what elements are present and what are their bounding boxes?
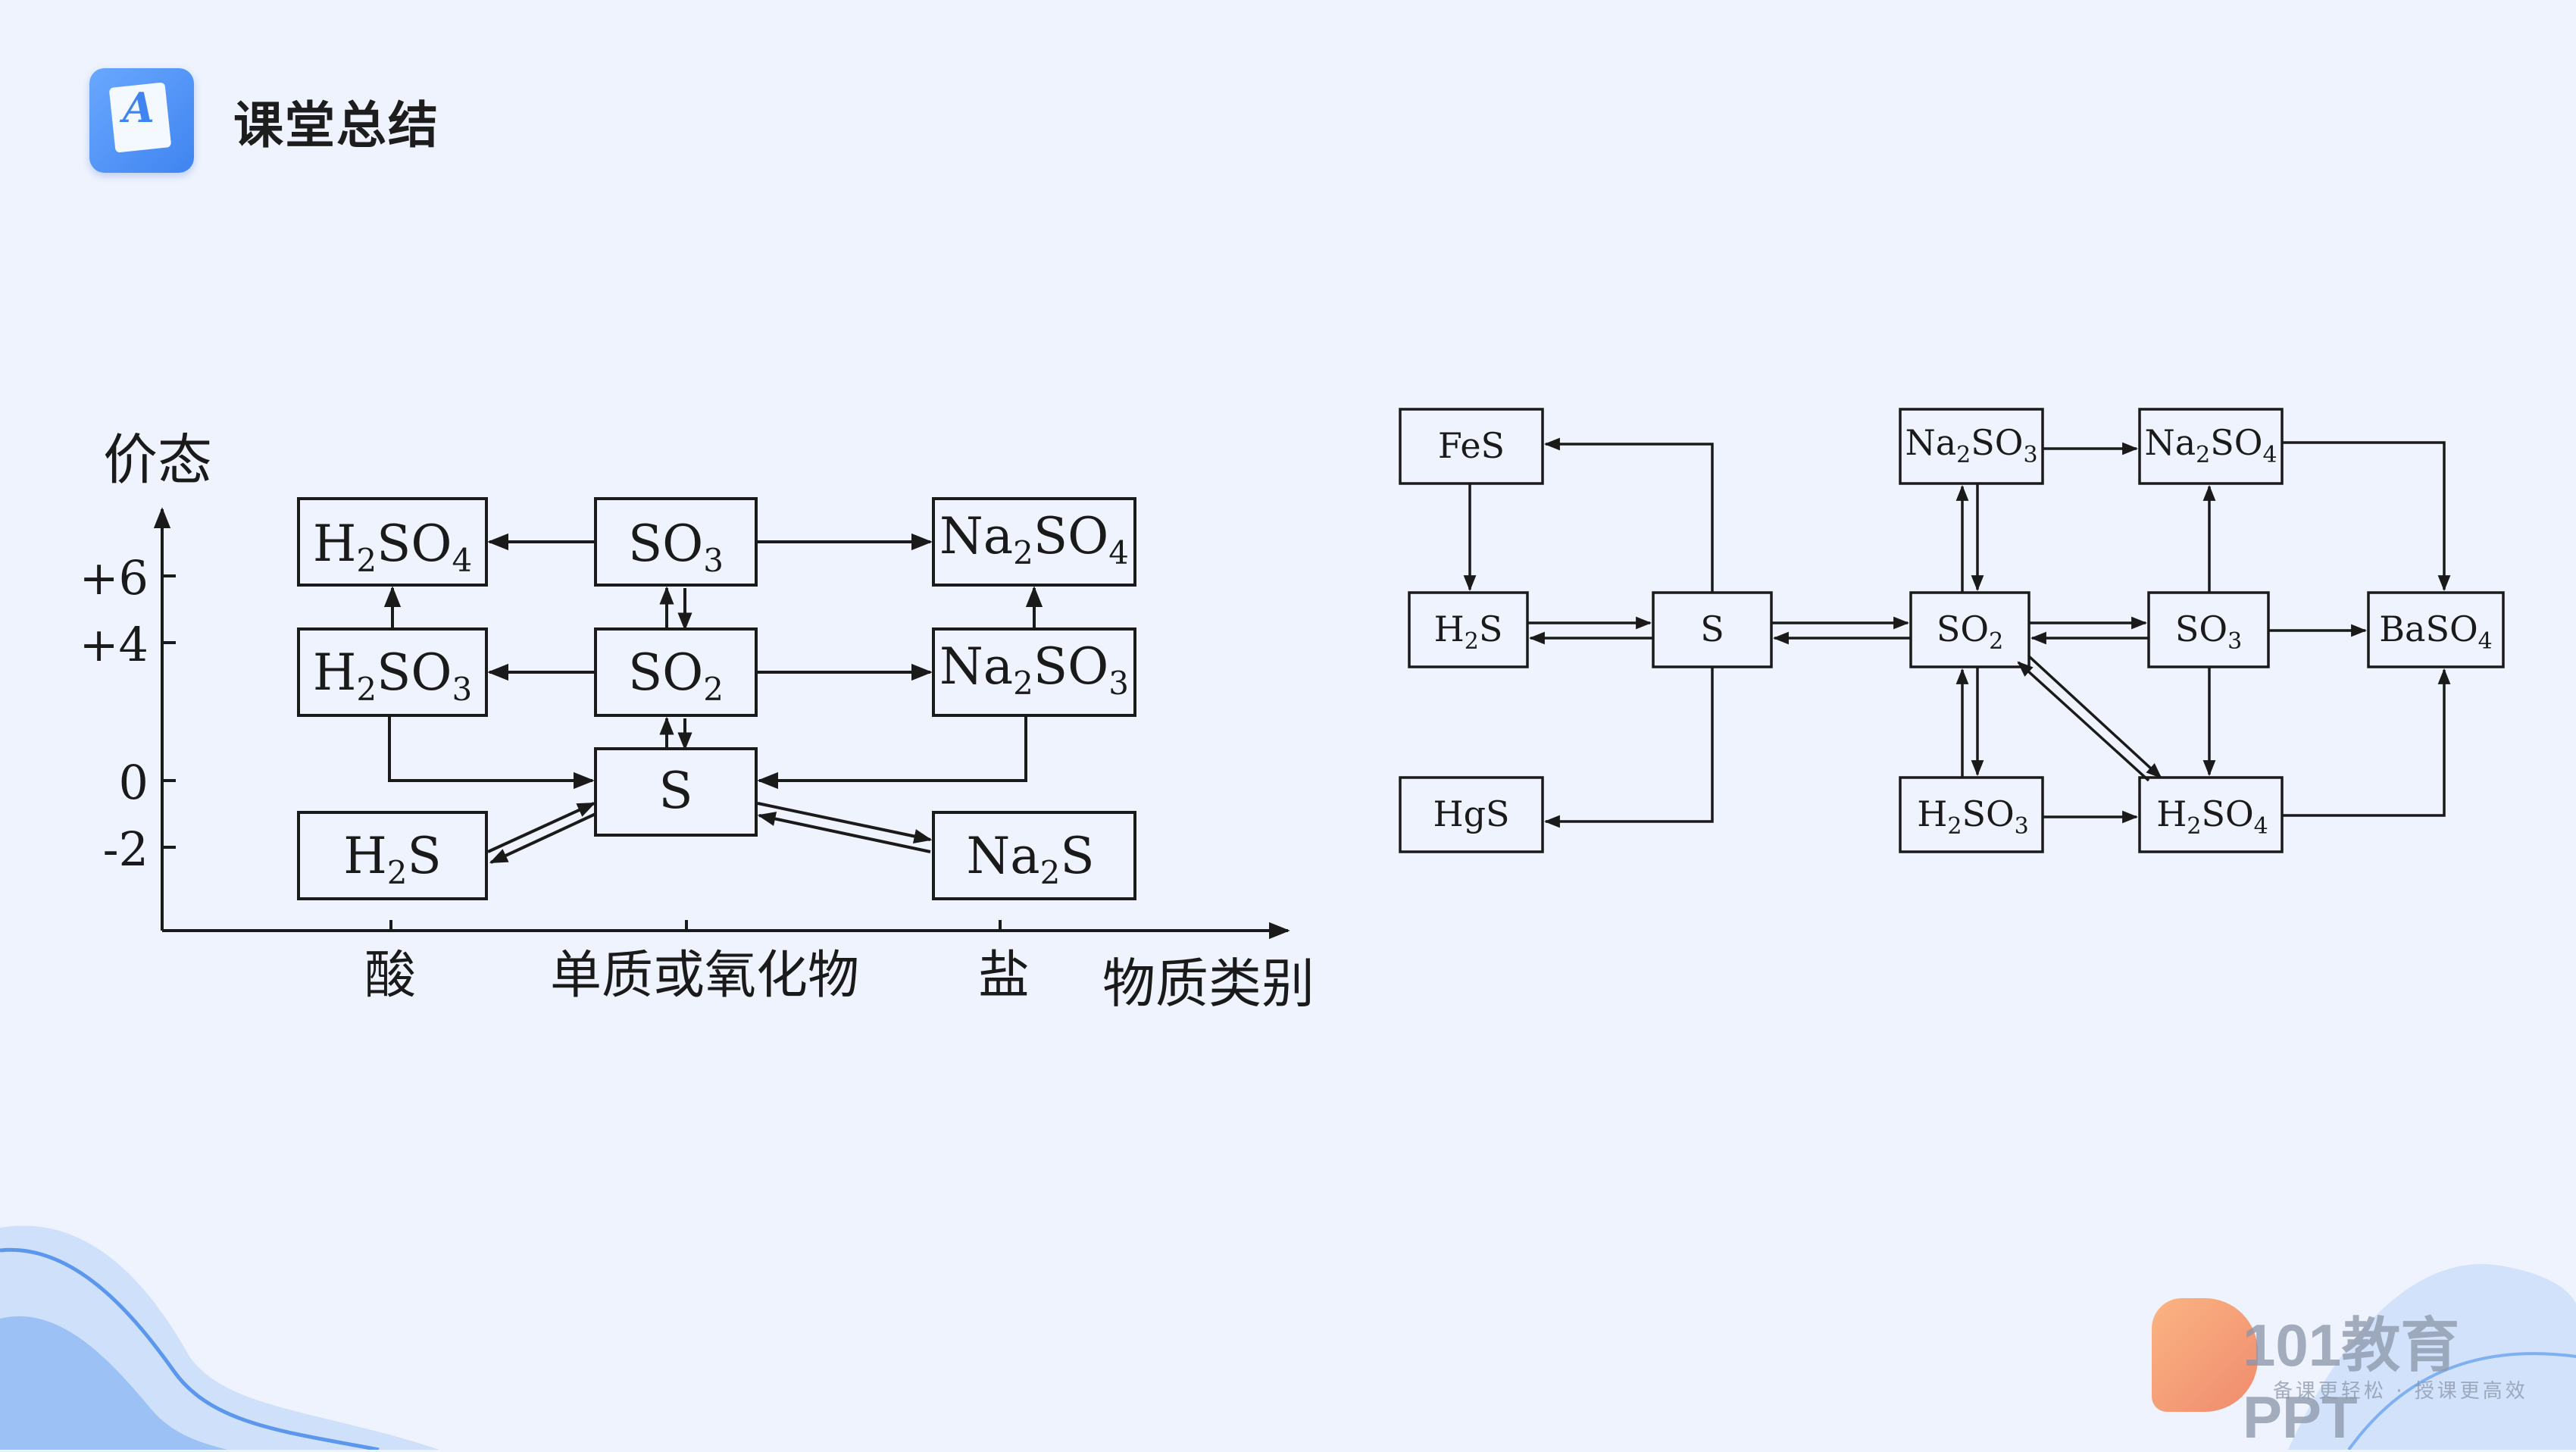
formula-so3: SO3 [628,515,724,579]
formula-h2s: H2S [1434,609,1503,655]
formula-h2so4: H2SO4 [313,515,472,579]
left-box-h2s [297,811,488,900]
formula-so2: SO2 [1937,609,2003,655]
formula-so2: SO2 [628,643,724,708]
right-box-na2so3 [1899,408,2044,485]
formula-baso4: BaSO4 [2379,609,2493,655]
formula-h2so3: H2SO3 [313,643,472,708]
y-tick-label: +6 [80,550,148,606]
formula-na2so4: Na2SO4 [939,507,1129,571]
formula-na2so3: Na2SO3 [939,637,1129,702]
right-box-so2 [1909,591,2030,668]
right-box-hgs [1399,776,1544,853]
brand-logo-icon [2152,1298,2258,1412]
left-box-s [594,747,758,837]
right-box-h2s [1408,591,1529,668]
formula-h2so4: H2SO4 [2156,793,2268,840]
brand-name: 101教育PPT [2243,1312,2460,1450]
brand-watermark: 101教育PPT 备课更轻松 · 授课更高效 [2152,1291,2546,1450]
right-diagram [1399,408,2505,853]
formula-h2so3: H2SO3 [1917,793,2029,840]
category-label: 盐 [978,946,1030,1006]
y-tick-label: 0 [119,755,148,810]
formula-na2s: Na2S [966,827,1094,891]
right-box-h2so3 [1899,776,2044,853]
document-a-icon: A [89,68,194,173]
x-axis-label: 物质类别 [1102,953,1315,1015]
formula-so3: SO3 [2175,609,2242,655]
left-box-na2so4 [932,497,1136,587]
brand-slogan: 备课更轻松 · 授课更高效 [2273,1380,2528,1403]
right-box-baso4 [2367,591,2505,668]
y-axis-label: 价态 [103,428,212,492]
page-title: 课堂总结 [233,96,439,155]
y-tick-label: -2 [103,821,148,877]
formula-s: S [1700,609,1724,649]
formula-s: S [658,762,692,820]
formula-fes: FeS [1438,425,1505,466]
formula-hgs: HgS [1433,793,1509,834]
right-box-na2so4 [2138,408,2284,485]
category-label: 单质或氧化物 [550,946,859,1006]
formula-h2s: H2S [343,827,442,891]
left-diagram [153,497,1290,940]
right-box-fes [1399,408,1544,485]
category-label: 酸 [364,946,416,1006]
formula-na2so3: Na2SO3 [1905,422,2037,468]
formula-na2so4: Na2SO4 [2144,422,2277,468]
left-box-h2so4 [297,497,488,587]
y-tick-label: +4 [80,617,148,672]
left-box-na2s [932,811,1136,900]
